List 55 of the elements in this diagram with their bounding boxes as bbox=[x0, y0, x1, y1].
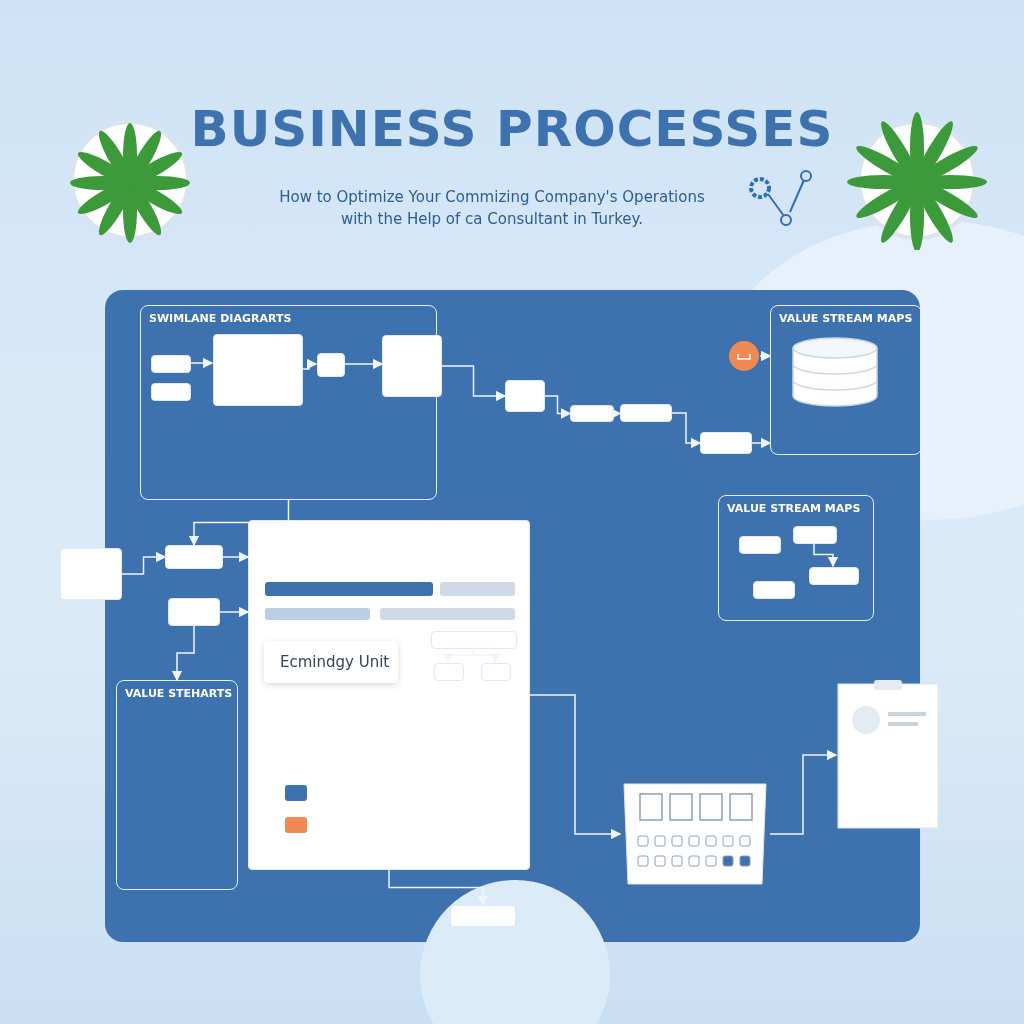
connector-arrow bbox=[188, 499, 290, 547]
process-box bbox=[505, 380, 545, 412]
process-box bbox=[431, 631, 517, 649]
connector-arrow bbox=[343, 358, 384, 370]
section-panel bbox=[718, 495, 874, 621]
page-title: BUSINESS PROCESSES bbox=[189, 100, 835, 158]
connector-arrow bbox=[222, 551, 250, 563]
section-heading: VALUE STREAM MAPS bbox=[779, 312, 913, 325]
connector-arrow bbox=[751, 437, 772, 449]
connector-arrow bbox=[610, 408, 622, 419]
section-heading: VALUE STEHARTS bbox=[125, 687, 233, 700]
connector-arrow bbox=[544, 395, 572, 419]
connector-arrow bbox=[301, 358, 318, 370]
connector-arrow bbox=[388, 869, 489, 907]
connector-arrow bbox=[529, 694, 622, 840]
section-heading: VALUE STREAM MAPS bbox=[727, 502, 861, 515]
connector-arrow bbox=[219, 606, 250, 618]
connector-arrow bbox=[189, 357, 214, 369]
process-box bbox=[213, 334, 303, 406]
connector-arrow bbox=[813, 542, 839, 568]
swimlane-panel bbox=[140, 305, 437, 500]
process-box bbox=[382, 335, 442, 397]
connector-arrow bbox=[759, 350, 772, 362]
process-box bbox=[434, 663, 464, 681]
process-box bbox=[151, 355, 191, 373]
section-panel bbox=[116, 680, 238, 890]
connector-arrow bbox=[121, 551, 167, 575]
process-box bbox=[168, 598, 220, 626]
process-box bbox=[450, 905, 516, 927]
process-box bbox=[739, 536, 781, 554]
section-heading: SWIMLANE DIAGRARTS bbox=[149, 312, 292, 325]
process-box bbox=[700, 432, 752, 454]
process-box bbox=[317, 353, 345, 377]
connector-arrow bbox=[769, 749, 838, 835]
process-box bbox=[809, 567, 859, 585]
clipboard-drawing bbox=[836, 680, 940, 830]
connector-arrow bbox=[171, 625, 195, 682]
process-box bbox=[151, 383, 191, 401]
process-box bbox=[620, 404, 672, 422]
connector-arrow bbox=[441, 365, 507, 402]
unit-card bbox=[264, 641, 398, 683]
connector-arrow bbox=[671, 412, 702, 449]
process-box bbox=[481, 663, 511, 681]
process-box bbox=[793, 526, 837, 544]
process-box bbox=[165, 545, 223, 569]
process-box bbox=[248, 520, 530, 870]
process-box bbox=[60, 548, 122, 600]
unit-title: Ecmindgy Unit bbox=[280, 653, 390, 671]
database-cylinder bbox=[791, 336, 879, 408]
process-box bbox=[570, 405, 614, 422]
section-panel bbox=[770, 305, 922, 455]
subtitle: How to Optimize Your Commizing Company's Operations with the Help of ca Consultant in Turkey. bbox=[278, 187, 706, 230]
status-circle bbox=[728, 340, 760, 372]
calendar-drawing bbox=[620, 780, 770, 888]
process-box bbox=[753, 581, 795, 599]
